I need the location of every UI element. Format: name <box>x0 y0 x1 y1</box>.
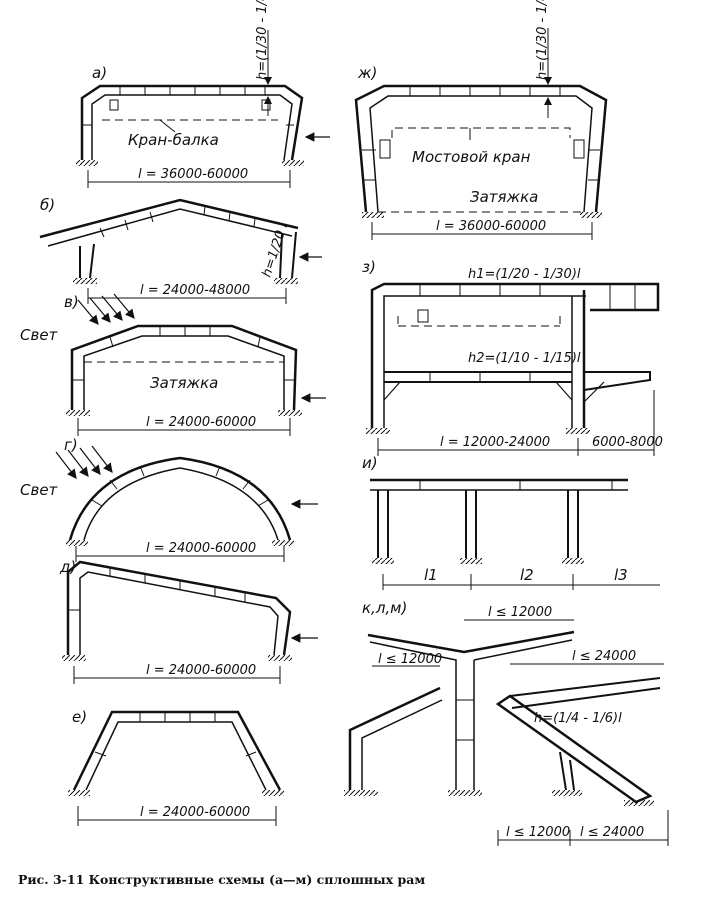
panel-z-cantilever: 6000-8000 <box>592 435 663 450</box>
panel-klm-span-left: l ≤ 12000 <box>378 652 442 667</box>
panel-z-h2: h2=(1/10 - 1/15)l <box>468 351 581 366</box>
panel-klm-letter: к,л,м) <box>362 599 407 617</box>
panel-i-l3: l3 <box>614 566 628 584</box>
panel-a: а) Кран-балка l = 36000-60000 h=(1/30 - … <box>76 0 330 188</box>
panel-v: в) Свет Затяжка l = 24000-60000 <box>20 293 326 436</box>
panel-zh-tie-label: Затяжка <box>470 188 538 206</box>
panel-d-letter: д) <box>59 558 76 576</box>
panel-b-span: l = 24000-48000 <box>140 283 250 298</box>
panel-v-span: l = 24000-60000 <box>146 415 256 430</box>
panel-i-l1: l1 <box>424 566 438 584</box>
figure-caption: Рис. 3-11 Конструктивные схемы (а—м) спл… <box>18 872 426 887</box>
panel-g: г) Свет l = 24000-60000 <box>20 436 318 562</box>
panel-i-letter: и) <box>362 454 378 472</box>
panel-zh-letter: ж) <box>357 64 377 82</box>
panel-d-span: l = 24000-60000 <box>146 663 256 678</box>
panel-klm-span-bottom-right: l ≤ 24000 <box>580 825 644 840</box>
panel-g-letter: г) <box>64 436 78 454</box>
panel-z: з) h1=(1/20 - 1/30)l h2=(1/10 - 1/15)l l… <box>362 258 663 456</box>
panel-z-h1: h1=(1/20 - 1/30)l <box>468 267 581 282</box>
panel-klm-span-bottom-left: l ≤ 12000 <box>506 825 570 840</box>
panel-v-light-label: Свет <box>20 326 59 344</box>
panel-a-crane-label: Кран-балка <box>128 131 219 149</box>
panel-zh-crane-label: Мостовой кран <box>412 148 531 166</box>
panel-zh-span: l = 36000-60000 <box>436 219 546 234</box>
panel-d: д) l = 24000-60000 <box>59 558 318 684</box>
panel-a-span: l = 36000-60000 <box>138 167 248 182</box>
panel-i-l2: l2 <box>520 566 534 584</box>
panel-i: и) l1 l2 l3 <box>362 454 660 590</box>
panel-klm: к,л,м) l ≤ 12000 l ≤ 12000 l ≤ 24000 h=(… <box>344 599 669 846</box>
panel-e: е) l = 24000-60000 <box>68 708 284 826</box>
panel-e-letter: е) <box>72 708 87 726</box>
panel-g-span: l = 24000-60000 <box>146 541 256 556</box>
panel-zh-depth: h=(1/30 - 1/40)l <box>535 0 550 80</box>
panel-v-letter: в) <box>64 293 79 311</box>
panel-klm-span-top: l ≤ 12000 <box>488 605 552 620</box>
panel-zh: ж) Мостовой кран Затяжка l = 36000-60000… <box>354 0 608 240</box>
panel-z-letter: з) <box>362 258 376 276</box>
panel-b: б) l = 24000-48000 h=1/20 l <box>39 196 322 304</box>
panel-klm-depth: h=(1/4 - 1/6)l <box>534 711 622 726</box>
panel-a-letter: а) <box>92 64 107 82</box>
panel-z-span: l = 12000-24000 <box>440 435 550 450</box>
panel-b-letter: б) <box>40 196 55 214</box>
panel-g-light-label: Свет <box>20 481 59 499</box>
panel-e-span: l = 24000-60000 <box>140 805 250 820</box>
panel-klm-span-right: l ≤ 24000 <box>572 649 636 664</box>
panel-a-depth: h=(1/30 - 1/40)l <box>255 0 270 80</box>
panel-v-tie-label: Затяжка <box>150 374 218 392</box>
